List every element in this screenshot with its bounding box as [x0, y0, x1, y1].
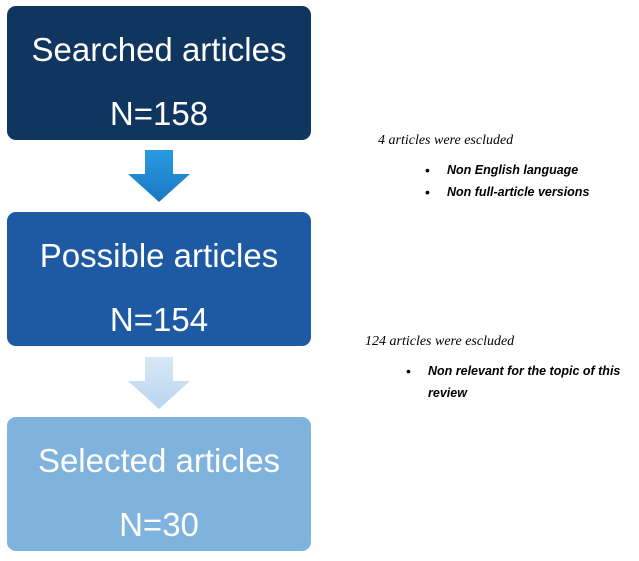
list-item: •Non English language	[425, 159, 589, 181]
bullet-icon: •	[425, 184, 430, 200]
bullet-icon: •	[425, 162, 430, 178]
exclusion-bullets: •Non English language •Non full-article …	[425, 159, 589, 203]
down-arrow-icon	[128, 150, 190, 202]
exclusion-bullets: •Non relevant for the topic of this revi…	[406, 360, 636, 404]
box-count: N=154	[109, 301, 209, 338]
selected-articles-box: Selected articles N=30	[7, 417, 311, 551]
bullet-icon: •	[406, 363, 411, 379]
down-arrow-icon	[128, 357, 190, 409]
box-count: N=30	[119, 506, 199, 543]
searched-articles-box: Searched articles N=158	[7, 6, 311, 140]
box-title: Selected articles	[37, 442, 281, 479]
exclusion-note-heading: 4 articles were escluded	[378, 133, 514, 148]
exclusion-note-heading: 124 articles were escluded	[365, 334, 515, 349]
box-count: N=158	[109, 95, 209, 132]
possible-articles-box: Possible articles N=154	[7, 212, 311, 346]
box-title: Possible articles	[39, 237, 279, 274]
list-item: •Non full-article versions	[425, 181, 589, 203]
list-item: •Non relevant for the topic of this revi…	[406, 360, 636, 404]
box-title: Searched articles	[31, 31, 287, 68]
